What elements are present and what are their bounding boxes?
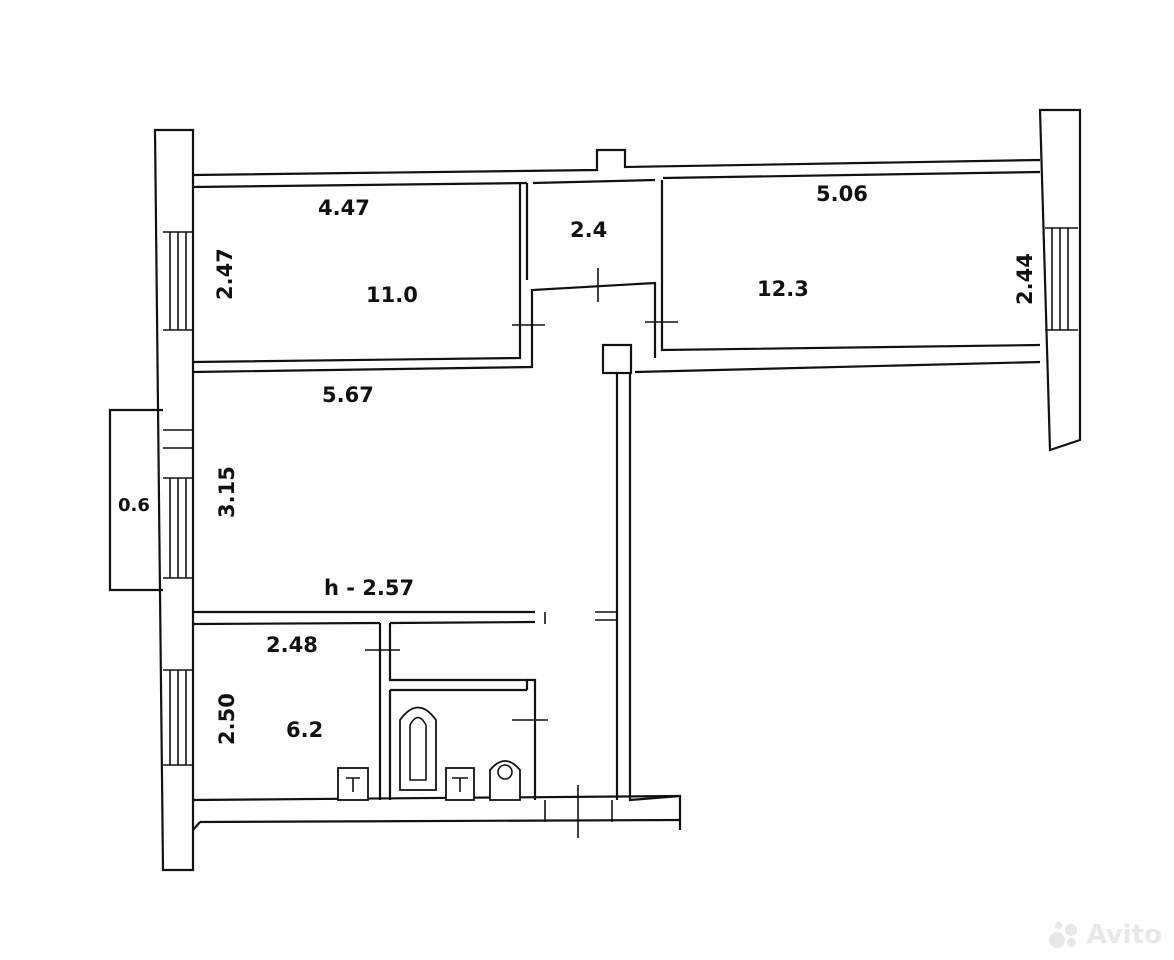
- bedroom-right-area: 12.3: [757, 277, 809, 301]
- ceiling-height: h - 2.57: [324, 576, 414, 600]
- corridor-wall: [615, 373, 682, 830]
- left-exterior-wall: [153, 128, 195, 872]
- top-exterior-wall: [192, 148, 1041, 189]
- bedroom-left-width: 4.47: [318, 196, 370, 220]
- bottom-exterior-wall: [192, 785, 681, 838]
- toilet-icon: [489, 760, 521, 801]
- living-room-width: 5.67: [322, 383, 374, 407]
- watermark-text: Avito: [1086, 920, 1162, 950]
- avito-logo-icon: [1047, 920, 1081, 950]
- kitchen-depth: 2.50: [215, 693, 239, 745]
- bedroom-left-area: 11.0: [366, 283, 418, 307]
- kitchen-bath-walls: [192, 610, 617, 800]
- vent-shaft: [601, 343, 633, 375]
- avito-watermark: Avito: [1047, 920, 1162, 950]
- bedroom-right-depth: 2.44: [1013, 253, 1037, 305]
- balcony: [108, 408, 163, 592]
- bedroom-left-depth: 2.47: [213, 248, 237, 300]
- kitchen-area: 6.2: [286, 718, 323, 742]
- sink-icon: [337, 767, 369, 801]
- kitchen-width: 2.48: [266, 633, 318, 657]
- bathtub-icon: [399, 706, 437, 791]
- balcony-depth: 0.6: [118, 495, 150, 516]
- living-room-depth: 3.15: [215, 466, 239, 518]
- closet-walls: [192, 180, 1041, 374]
- right-exterior-wall: [1038, 108, 1082, 452]
- closet-area: 2.4: [570, 218, 607, 242]
- bath-sink-icon: [445, 767, 475, 801]
- bedroom-right-width: 5.06: [816, 182, 868, 206]
